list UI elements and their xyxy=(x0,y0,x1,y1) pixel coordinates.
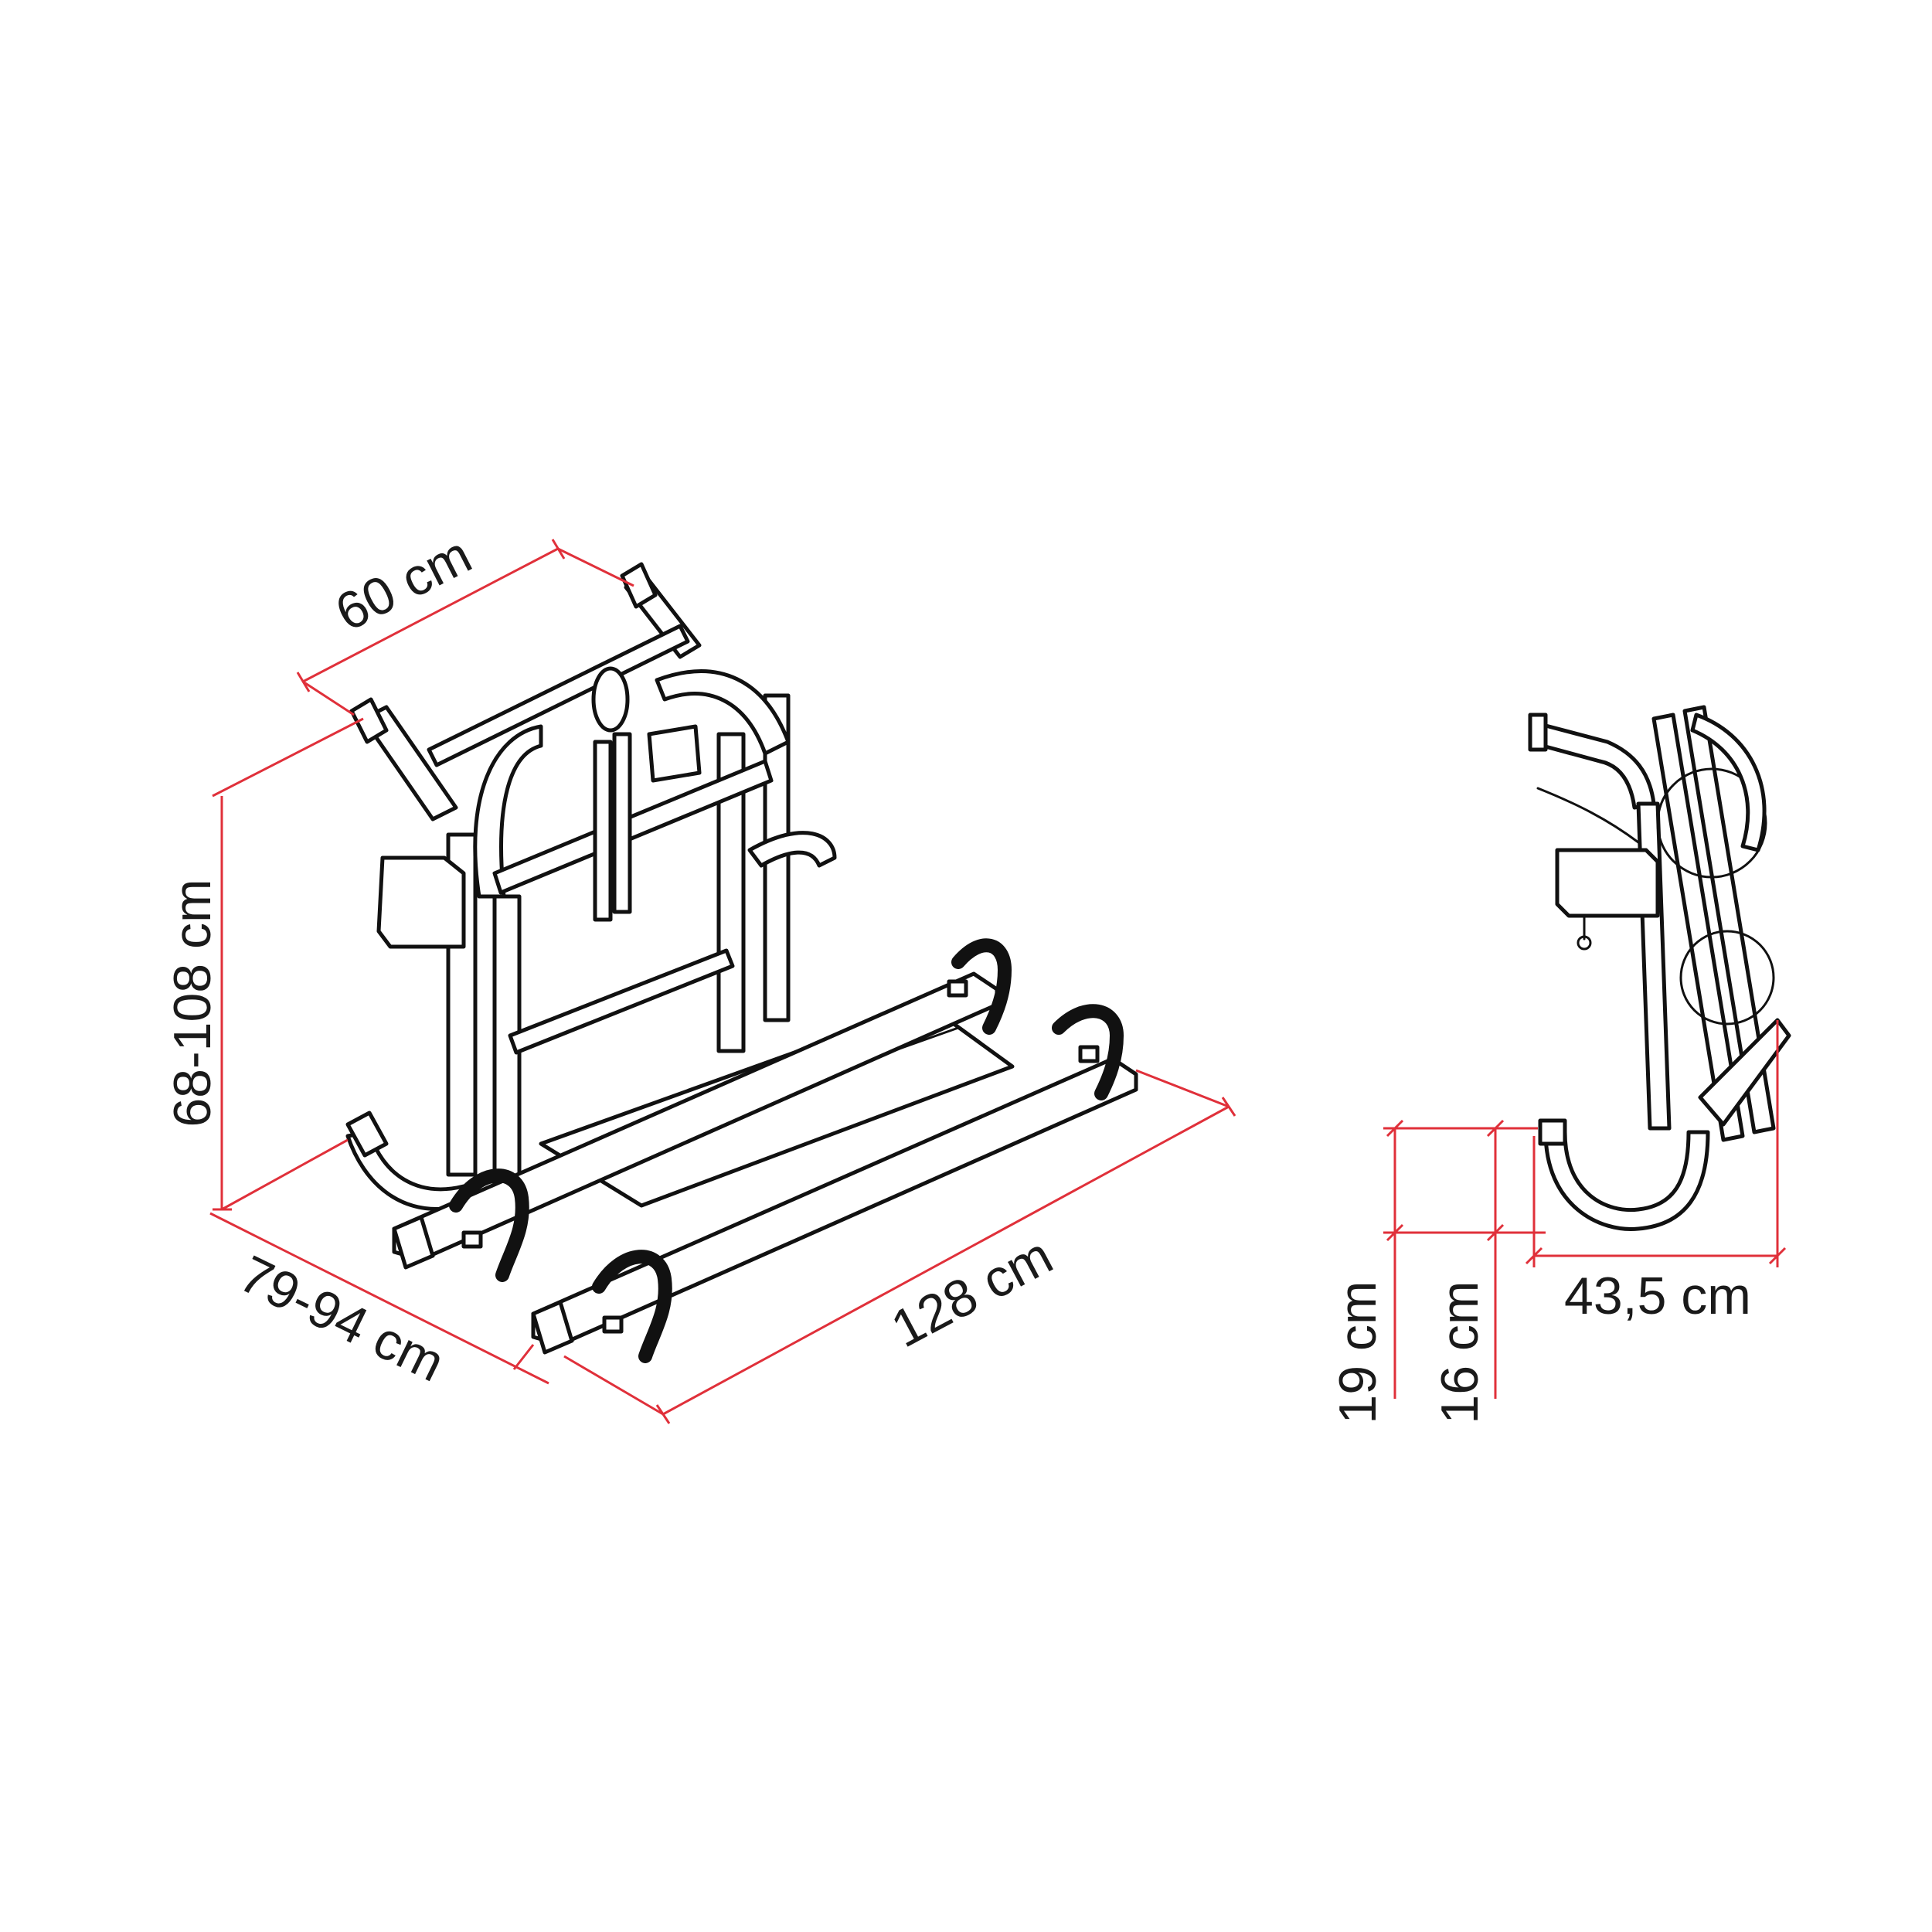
side-depth-label: 43,5 cm xyxy=(1564,1267,1751,1325)
side-offset-2-label: 16 cm xyxy=(1430,1281,1489,1423)
bike-rack-perspective-view xyxy=(345,562,1138,1363)
side-offset-1-label: 19 cm xyxy=(1328,1281,1387,1423)
dimension-lines-side xyxy=(1383,1020,1787,1399)
depth-dimension-line xyxy=(209,1212,549,1385)
length-dimension-line xyxy=(662,1105,1230,1416)
height-label: 68-108 cm xyxy=(163,879,222,1127)
width-top-dimension-line xyxy=(302,547,559,683)
bike-rack-side-view xyxy=(1528,705,1791,1231)
width-top-label: 60 cm xyxy=(326,526,481,643)
dimension-lines-perspective xyxy=(209,539,1236,1424)
